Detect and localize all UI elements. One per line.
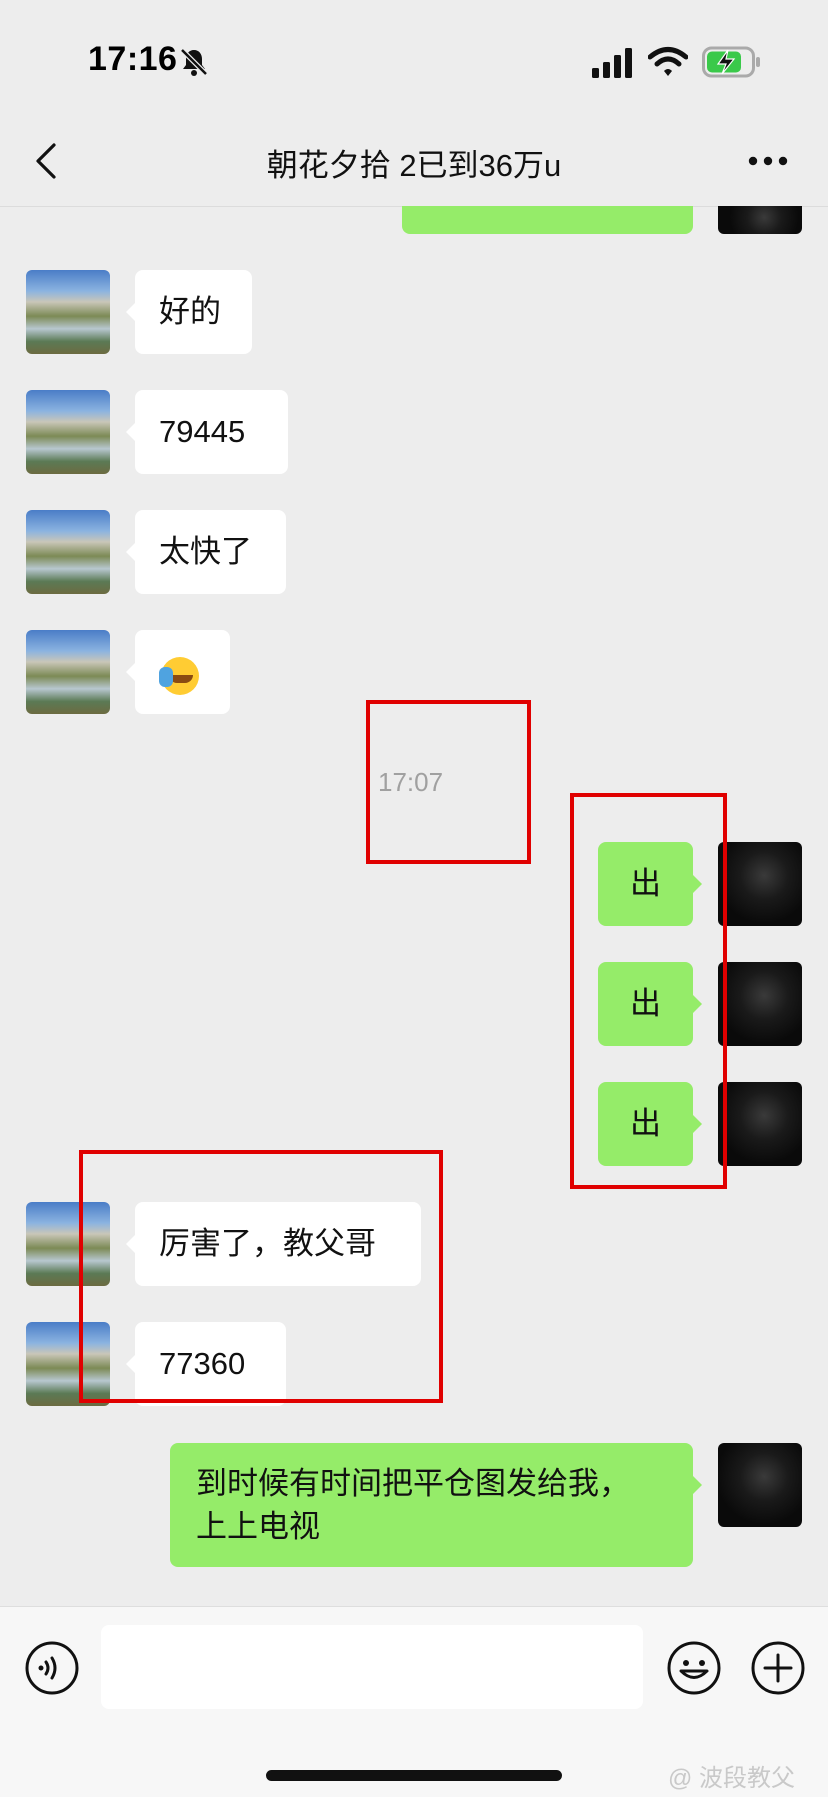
message-input[interactable]	[101, 1625, 643, 1709]
message-bubble[interactable]: 79445	[126, 390, 288, 474]
watermark: @ 波段教父	[668, 1765, 796, 1792]
message-bubble[interactable]: 好的	[126, 270, 252, 354]
plus-circle-icon[interactable]	[750, 1640, 806, 1696]
highlight-box-timestamp	[366, 700, 531, 864]
avatar-contact[interactable]	[26, 390, 110, 474]
home-indicator[interactable]	[266, 1770, 562, 1781]
message-bubble[interactable]: 厉害了，教父哥	[126, 1202, 421, 1286]
avatar-contact[interactable]	[26, 1202, 110, 1286]
chat-title: 朝花夕拾 2已到36万u	[266, 148, 562, 183]
wifi-icon	[648, 47, 688, 76]
smiley-icon[interactable]	[666, 1640, 722, 1696]
message-bubble-self[interactable]: 出	[598, 842, 702, 926]
facepalm-crying-emoji-icon	[159, 656, 199, 695]
avatar-contact[interactable]	[26, 270, 110, 354]
message-text: 出	[630, 986, 661, 1021]
message-bubble-self[interactable]: 到时候有时间把平仓图发给我， 上上电视	[170, 1443, 702, 1567]
avatar-self[interactable]	[718, 206, 802, 234]
message-bubble-partial[interactable]	[402, 206, 693, 234]
message-text: 太快了	[159, 534, 252, 569]
message-text: 厉害了，教父哥	[159, 1226, 376, 1261]
more-dots-icon[interactable]	[748, 155, 788, 167]
avatar-contact[interactable]	[26, 1322, 110, 1406]
highlight-box-outgoing	[570, 793, 727, 1189]
message-bubble[interactable]: 太快了	[126, 510, 286, 594]
message-text: 79445	[159, 414, 246, 449]
message-text: 出	[630, 1106, 661, 1141]
message-bubble-self[interactable]: 出	[598, 962, 702, 1046]
message-text: 出	[630, 866, 661, 901]
message-text: 好的	[159, 294, 221, 329]
avatar-self[interactable]	[718, 962, 802, 1046]
message-text: 77360	[159, 1346, 246, 1381]
highlight-box-incoming	[79, 1150, 443, 1403]
voice-icon[interactable]	[24, 1640, 80, 1696]
avatar-self[interactable]	[718, 842, 802, 926]
message-bubble-self[interactable]: 出	[598, 1082, 702, 1166]
message-bubble[interactable]	[126, 630, 230, 714]
message-text-line: 到时候有时间把平仓图发给我，	[196, 1466, 630, 1501]
bell-slash-icon	[180, 48, 208, 76]
cellular-signal-icon	[592, 48, 632, 78]
chat-timestamp: 17:07	[378, 767, 444, 797]
avatar-self[interactable]	[718, 1443, 802, 1527]
message-text-line: 上上电视	[196, 1509, 320, 1544]
message-bubble[interactable]: 77360	[126, 1322, 286, 1406]
chevron-left-icon[interactable]	[32, 142, 60, 180]
avatar-self[interactable]	[718, 1082, 802, 1166]
avatar-contact[interactable]	[26, 510, 110, 594]
status-time: 17:16	[88, 40, 178, 78]
avatar-contact[interactable]	[26, 630, 110, 714]
battery-charging-icon	[702, 46, 760, 78]
